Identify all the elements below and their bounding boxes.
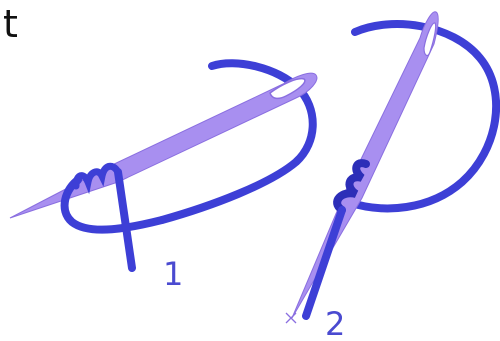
thread-tail <box>306 210 342 316</box>
step-1-label: 1 <box>163 255 183 293</box>
sewing-needle-icon <box>10 73 317 218</box>
corner-text: t <box>3 2 18 46</box>
step-2-illustration: 2 <box>286 12 496 341</box>
step-1-illustration: 1 <box>10 63 317 293</box>
step-2-label: 2 <box>325 305 345 341</box>
thread-tail <box>118 172 132 268</box>
needle-tip-mark <box>286 313 296 323</box>
